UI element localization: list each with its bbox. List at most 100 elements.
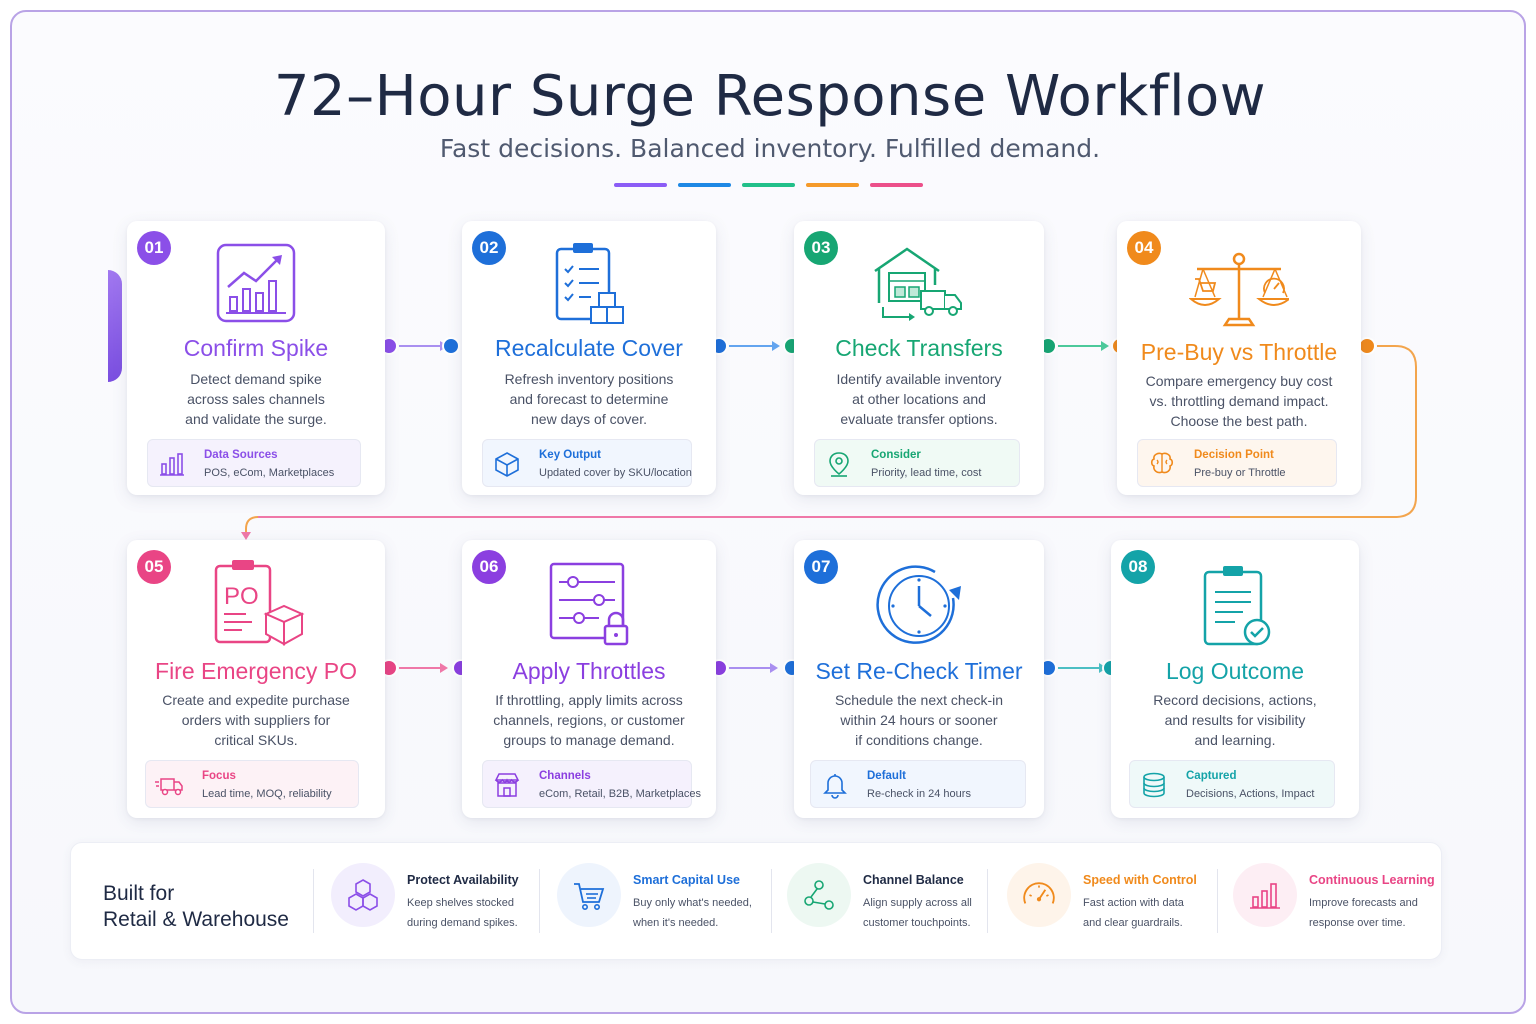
step-card-05[interactable]: 05 PO Fire Emergency PO Create and exped… bbox=[127, 540, 385, 818]
step-info-box: Default Re-check in 24 hours bbox=[810, 760, 1026, 808]
benefit-icon-circle bbox=[1233, 863, 1297, 927]
benefit-title: Channel Balance bbox=[863, 873, 964, 887]
po-clipboard-icon: PO bbox=[214, 560, 305, 646]
footer-benefits: Built for Retail & Warehouse Protect Ava… bbox=[70, 842, 1442, 960]
bar-chart-icon bbox=[160, 453, 184, 476]
benefit-desc-line: Keep shelves stocked bbox=[407, 897, 515, 909]
step-card-08[interactable]: 08 Log Outcome Record decisions, actions… bbox=[1111, 540, 1359, 818]
location-pin-icon bbox=[829, 452, 849, 477]
info-label: Captured bbox=[1186, 770, 1237, 782]
chart-trend-icon bbox=[216, 243, 296, 323]
benefit-title: Continuous Learning bbox=[1309, 873, 1435, 887]
desc-line: Compare emergency buy cost bbox=[1145, 373, 1333, 389]
step-description: Refresh inventory positions and forecast… bbox=[476, 369, 702, 429]
step-card-02[interactable]: 02 Recalculate Cover Refresh inventory p… bbox=[462, 221, 716, 495]
step-badge: 07 bbox=[804, 550, 838, 584]
step-info-box: Decision Point Pre-buy or Throttle bbox=[1137, 439, 1337, 487]
info-value: Pre-buy or Throttle bbox=[1194, 467, 1286, 479]
step-description: Create and expedite purchase orders with… bbox=[141, 690, 371, 750]
step-card-04[interactable]: 04 Pre-Buy vs Throttle Compare emergency… bbox=[1117, 221, 1361, 495]
benefit-icon-circle bbox=[557, 863, 621, 927]
benefit-desc: Fast action with data and clear guardrai… bbox=[1083, 893, 1233, 933]
database-icon bbox=[1143, 772, 1165, 798]
divider bbox=[539, 869, 540, 933]
benefit-title: Smart Capital Use bbox=[633, 873, 740, 887]
info-label: Channels bbox=[539, 770, 591, 782]
step-card-01[interactable]: 01 Confirm Spike Detect demand spike acr… bbox=[127, 221, 385, 495]
info-value: eCom, Retail, B2B, Marketplaces bbox=[539, 788, 702, 800]
desc-line: at other locations and bbox=[852, 391, 986, 407]
divider bbox=[771, 869, 772, 933]
desc-line: across sales channels bbox=[187, 391, 325, 407]
step-card-06[interactable]: 06 Apply Throttles If throttling, apply … bbox=[462, 540, 716, 818]
warehouse-truck-icon bbox=[874, 247, 962, 321]
accent-bar bbox=[806, 183, 859, 187]
step-info-box: Captured Decisions, Actions, Impact bbox=[1129, 760, 1335, 808]
benefit-desc-line: when it's needed. bbox=[633, 917, 719, 929]
desc-line: Choose the best path. bbox=[1170, 413, 1308, 429]
benefit-desc-line: Align supply across all bbox=[863, 897, 972, 909]
info-value: POS, eCom, Marketplaces bbox=[204, 467, 335, 479]
desc-line: groups to manage demand. bbox=[503, 732, 675, 748]
step-title: Log Outcome bbox=[1165, 658, 1305, 684]
info-value: Re-check in 24 hours bbox=[867, 788, 971, 800]
accent-bar bbox=[742, 183, 795, 187]
cart-icon bbox=[574, 883, 605, 910]
step-title: Recalculate Cover bbox=[495, 335, 683, 361]
info-value: Priority, lead time, cost bbox=[871, 467, 982, 479]
benefit-icon-circle bbox=[1007, 863, 1071, 927]
step-info-box: Channels eCom, Retail, B2B, Marketplaces bbox=[482, 760, 701, 808]
step-info-box: Data Sources POS, eCom, Marketplaces bbox=[147, 439, 361, 487]
step-title: Set Re-Check Timer bbox=[815, 658, 1023, 684]
footer-title-line: Retail & Warehouse bbox=[103, 908, 289, 931]
info-label: Data Sources bbox=[204, 449, 278, 461]
cube-icon bbox=[495, 452, 519, 477]
step-title: Check Transfers bbox=[835, 335, 1003, 361]
step-description: Compare emergency buy cost vs. throttlin… bbox=[1131, 371, 1347, 431]
bell-icon bbox=[823, 774, 847, 799]
divider bbox=[313, 869, 314, 933]
fast-truck-icon bbox=[155, 778, 183, 796]
step-badge: 06 bbox=[472, 550, 506, 584]
clipboard-boxes-icon bbox=[555, 243, 624, 324]
desc-line: Record decisions, actions, bbox=[1153, 692, 1317, 708]
connector-5-6 bbox=[380, 659, 470, 677]
brain-icon bbox=[1150, 452, 1174, 474]
benefit-desc: Improve forecasts and response over time… bbox=[1309, 893, 1459, 933]
info-label: Consider bbox=[871, 449, 921, 461]
bar-growth-icon bbox=[1250, 883, 1280, 909]
desc-line: vs. throttling demand impact. bbox=[1149, 393, 1329, 409]
desc-line: orders with suppliers for bbox=[181, 712, 331, 728]
benefit-desc: Keep shelves stocked during demand spike… bbox=[407, 893, 557, 933]
step-info-box: Focus Lead time, MOQ, reliability bbox=[145, 760, 359, 808]
step-info-box: Key Output Updated cover by SKU/location bbox=[482, 439, 692, 487]
desc-line: Create and expedite purchase bbox=[162, 692, 350, 708]
po-label: PO bbox=[224, 583, 259, 610]
divider bbox=[1217, 869, 1218, 933]
page-title: 72–Hour Surge Response Workflow bbox=[273, 64, 1267, 129]
storefront-icon bbox=[494, 773, 520, 797]
info-label: Default bbox=[867, 770, 906, 782]
desc-line: and validate the surge. bbox=[185, 411, 327, 427]
clock-refresh-icon bbox=[876, 565, 961, 644]
step-badge: 02 bbox=[472, 231, 506, 265]
cubes-icon bbox=[348, 879, 378, 911]
desc-line: if conditions change. bbox=[855, 732, 983, 748]
desc-line: and results for visibility bbox=[1164, 712, 1306, 728]
benefit-desc-line: Improve forecasts and bbox=[1309, 897, 1418, 909]
benefit-desc-line: response over time. bbox=[1309, 917, 1406, 929]
benefit-desc-line: customer touchpoints. bbox=[863, 917, 971, 929]
sliders-lock-icon bbox=[549, 562, 629, 646]
step-description: Record decisions, actions, and results f… bbox=[1125, 690, 1345, 750]
desc-line: within 24 hours or sooner bbox=[840, 712, 998, 728]
desc-line: If throttling, apply limits across bbox=[495, 692, 683, 708]
step-description: Schedule the next check-in within 24 hou… bbox=[808, 690, 1030, 750]
side-tab-handle[interactable] bbox=[108, 270, 122, 382]
benefit-desc-line: and clear guardrails. bbox=[1083, 917, 1183, 929]
desc-line: Schedule the next check-in bbox=[834, 692, 1004, 708]
benefit-icon-circle bbox=[787, 863, 851, 927]
desc-line: new days of cover. bbox=[531, 411, 647, 427]
speedometer-icon bbox=[1023, 882, 1055, 904]
step-card-07[interactable]: 07 Set Re-Check Timer Schedule the next … bbox=[794, 540, 1044, 818]
step-card-03[interactable]: 03 Check Transfers Identify available in… bbox=[794, 221, 1044, 495]
